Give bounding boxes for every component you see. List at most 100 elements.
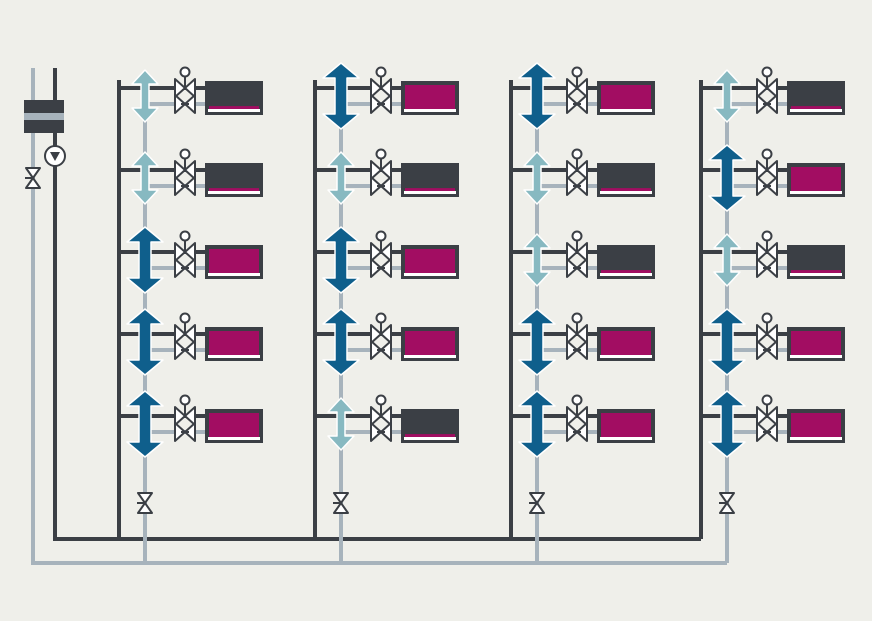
radiator-icon (205, 245, 263, 279)
flow-arrow-low-icon (523, 151, 551, 205)
radiator-base (208, 273, 260, 276)
thermostatic-valve-icon (370, 148, 392, 196)
flow-arrow-low-icon (327, 151, 355, 205)
flow-arrow-low-icon (713, 233, 741, 287)
radiator-heat-fill (209, 106, 259, 109)
radiator-heat-fill (405, 85, 455, 109)
radiator-icon (401, 163, 459, 197)
radiator-icon (597, 327, 655, 361)
flow-arrow-high-icon (126, 390, 164, 458)
radiator-heat-fill (405, 188, 455, 191)
valve-head (179, 312, 191, 324)
radiator-base (790, 273, 842, 276)
radiator-icon (597, 409, 655, 443)
valve-head (571, 230, 583, 242)
valve-head (179, 148, 191, 160)
distribution-header-icon (24, 100, 64, 133)
radiator-heat-fill (791, 106, 841, 109)
valve-head (179, 66, 191, 78)
radiator-base (600, 437, 652, 440)
thermostatic-valve-icon (566, 394, 588, 442)
valve-head (375, 312, 387, 324)
radiator-base (404, 437, 456, 440)
radiator-icon (787, 245, 845, 279)
thermostatic-valve-icon (370, 66, 392, 114)
supply-main-pipe (53, 68, 701, 541)
flow-arrow-high-icon (126, 308, 164, 376)
valve-head (761, 312, 773, 324)
valve-head (375, 148, 387, 160)
radiator-icon (401, 81, 459, 115)
radiator-base (790, 355, 842, 358)
flow-arrow-high-icon (708, 308, 746, 376)
radiator-icon (205, 327, 263, 361)
flow-arrow-high-icon (708, 390, 746, 458)
valve-head (571, 312, 583, 324)
radiator-icon (205, 81, 263, 115)
radiator-heat-fill (405, 434, 455, 437)
radiator-icon (401, 409, 459, 443)
flow-arrow-low-icon (327, 397, 355, 451)
radiator-icon (205, 163, 263, 197)
thermostatic-valve-icon (370, 394, 392, 442)
radiator-base (600, 273, 652, 276)
riser-balancing-valve-icon (137, 492, 153, 514)
thermostatic-valve-icon (566, 312, 588, 360)
radiator-heat-fill (601, 188, 651, 191)
radiator-base (790, 109, 842, 112)
valve-head (761, 66, 773, 78)
radiator-heat-fill (601, 85, 651, 109)
flow-arrow-low-icon (131, 69, 159, 123)
valve-head (179, 230, 191, 242)
thermostatic-valve-icon (174, 394, 196, 442)
return-main-pipe (31, 68, 727, 565)
radiator-icon (787, 163, 845, 197)
pump-triangle (50, 152, 60, 161)
radiator-base (404, 355, 456, 358)
riser-balancing-valve-icon (719, 492, 735, 514)
flow-arrow-high-icon (322, 62, 360, 130)
thermostatic-valve-icon (174, 312, 196, 360)
radiator-icon (597, 81, 655, 115)
valve-head (179, 394, 191, 406)
radiator-heat-fill (209, 413, 259, 437)
flow-arrow-low-icon (131, 151, 159, 205)
radiator-heat-fill (209, 188, 259, 191)
radiator-icon (787, 81, 845, 115)
riser-balancing-valve-icon (333, 492, 349, 514)
valve-head (571, 66, 583, 78)
thermostatic-valve-icon (756, 230, 778, 278)
radiator-heat-fill (791, 167, 841, 191)
radiator-heat-fill (791, 270, 841, 273)
flow-arrow-high-icon (322, 226, 360, 294)
radiator-base (208, 109, 260, 112)
radiator-heat-fill (601, 413, 651, 437)
radiator-heat-fill (405, 331, 455, 355)
radiator-base (404, 191, 456, 194)
thermostatic-valve-icon (174, 66, 196, 114)
thermostatic-valve-icon (756, 312, 778, 360)
radiator-heat-fill (791, 413, 841, 437)
thermostatic-valve-icon (174, 230, 196, 278)
valve-head (375, 230, 387, 242)
thermostatic-valve-icon (756, 394, 778, 442)
thermostatic-valve-icon (756, 148, 778, 196)
main-shutoff-valve-icon (25, 167, 41, 189)
thermostatic-valve-icon (174, 148, 196, 196)
flow-arrow-high-icon (126, 226, 164, 294)
radiator-heat-fill (791, 331, 841, 355)
radiator-icon (597, 163, 655, 197)
riser-balancing-valve-icon (529, 492, 545, 514)
thermostatic-valve-icon (370, 312, 392, 360)
valve-head (375, 66, 387, 78)
radiator-base (600, 191, 652, 194)
thermostatic-valve-icon (566, 148, 588, 196)
radiator-base (790, 191, 842, 194)
flow-arrow-high-icon (518, 390, 556, 458)
radiator-heat-fill (209, 331, 259, 355)
radiator-icon (597, 245, 655, 279)
flow-arrow-high-icon (518, 62, 556, 130)
valve-head (375, 394, 387, 406)
